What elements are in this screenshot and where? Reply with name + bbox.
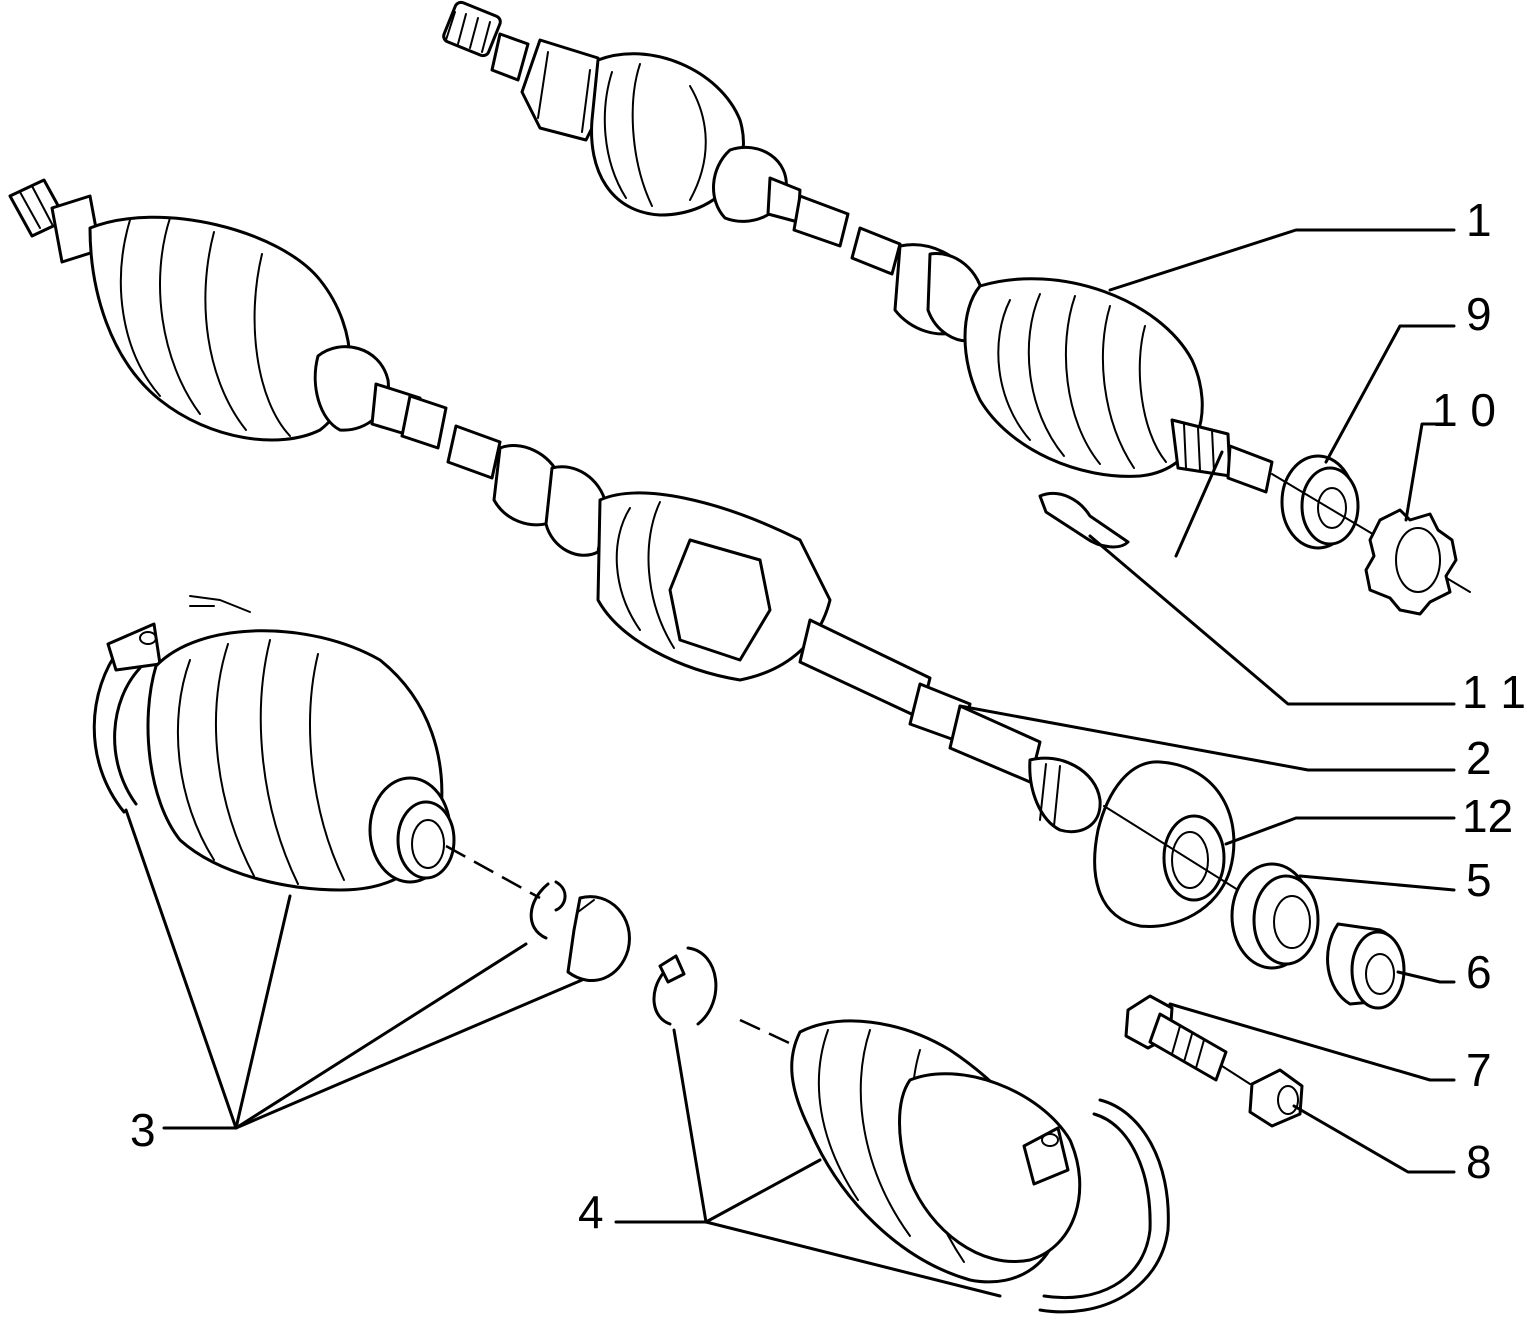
callout-label-7: 7 [1466,1044,1492,1096]
callout-label-6: 6 [1466,946,1492,998]
lower-drive-shaft [8,178,1102,834]
callout-label-4: 4 [578,1186,604,1238]
sleeve-item-6 [1326,922,1406,1010]
nut-item-9 [1271,454,1471,593]
callout-label-3: 3 [130,1104,156,1156]
callout-label-9: 9 [1466,288,1492,340]
callout-labels: 1 9 1 0 1 1 2 12 5 6 7 8 3 4 [130,194,1524,1238]
upper-drive-shaft [442,0,1274,494]
boot-kit-item-3 [92,595,631,982]
castellated-washer-item-10 [1364,508,1458,616]
bolt-item-7 [1124,994,1228,1082]
callout-label-10: 1 0 [1432,384,1496,436]
nut-item-8 [1221,1065,1304,1128]
boot-kit-item-4 [652,946,1170,1314]
dust-shield-item-12 [1093,760,1255,929]
bearing-item-5 [1230,862,1320,970]
callout-label-11: 1 1 [1462,666,1524,718]
callout-label-5: 5 [1466,854,1492,906]
callout-label-12: 12 [1462,790,1513,842]
leader-lines [124,228,1456,1298]
callout-label-8: 8 [1466,1136,1492,1188]
circlip-item-11 [1038,492,1130,549]
callout-label-1: 1 [1466,194,1492,246]
callout-label-2: 2 [1466,732,1492,784]
